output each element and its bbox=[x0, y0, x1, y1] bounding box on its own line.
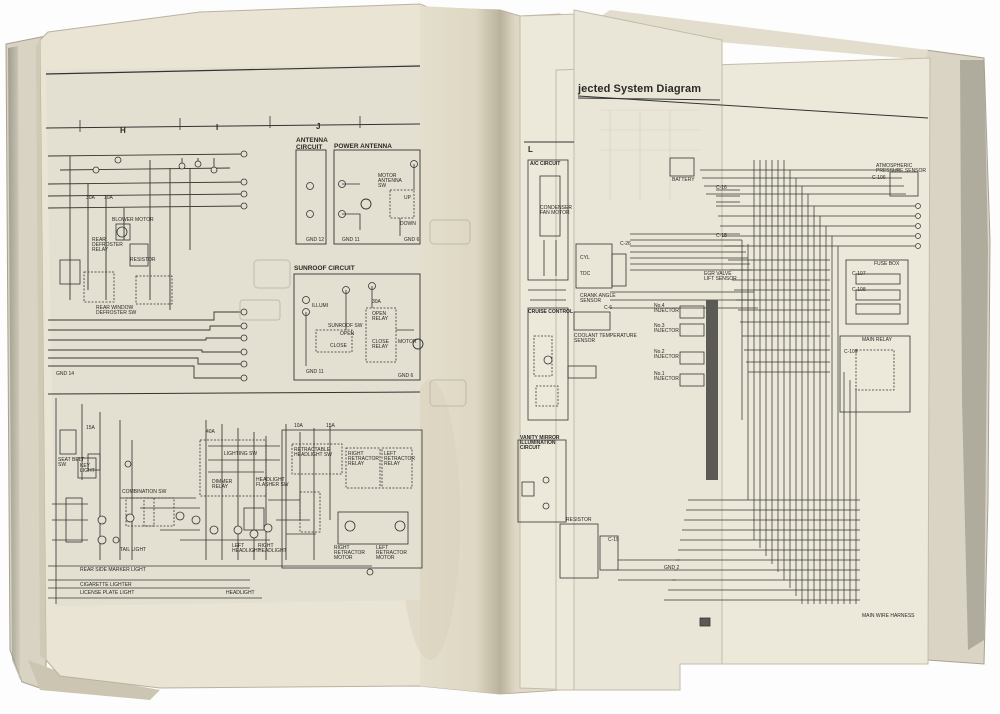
column-letter-l: L bbox=[528, 145, 533, 154]
blower-motor-label: BLOWER MOTOR bbox=[112, 217, 154, 223]
antenna-circuit-title: ANTENNA CIRCUIT bbox=[296, 137, 328, 151]
main-wire-harness-label: MAIN WIRE HARNESS bbox=[862, 613, 915, 619]
combination-sw-label: COMBINATION SW bbox=[122, 489, 167, 495]
ac-circuit-label: A/C CIRCUIT bbox=[530, 161, 561, 167]
down-label: DOWN bbox=[400, 221, 416, 227]
rear-window-defroster-label: REAR WINDOW DEFROSTER SW bbox=[96, 305, 137, 316]
close-relay-label: CLOSE RELAY bbox=[372, 339, 389, 350]
illumi-label: ILLUMI bbox=[312, 303, 329, 309]
injector-2-label: No.2 INJECTOR bbox=[654, 349, 679, 360]
atmospheric-sensor-label: ATMOSPHERIC PRESSURE SENSOR bbox=[876, 163, 927, 174]
gnd-2-label: GND 2 bbox=[664, 565, 680, 571]
power-antenna-title: POWER ANTENNA bbox=[334, 143, 392, 150]
column-letter-h: H bbox=[120, 126, 126, 135]
lower-fuse-10a-label: 10A bbox=[294, 423, 303, 429]
c6-label: C-6 bbox=[604, 305, 613, 311]
motor-antenna-sw-label: MOTOR ANTENNA SW bbox=[378, 173, 402, 189]
cigarette-lighter-label: CIGARETTE LIGHTER bbox=[80, 582, 132, 588]
gnd-12-label: GND 12 bbox=[306, 237, 325, 243]
tail-light-label: TAIL LIGHT bbox=[120, 547, 147, 553]
left-headlight-label: LEFT HEADLIGHT bbox=[232, 543, 261, 554]
c108-label: C-108 bbox=[852, 287, 866, 293]
cyl-label: CYL bbox=[580, 255, 590, 261]
fuse-40a-label: 40A bbox=[206, 429, 215, 435]
engine-diagram bbox=[559, 95, 929, 627]
vanity-mirror-label: VANITY MIRROR ILLUMINATION CIRCUIT bbox=[520, 435, 560, 451]
left-diagram-panel bbox=[45, 64, 471, 606]
battery-label: BATTERY bbox=[672, 177, 695, 183]
coolant-temp-label: COOLANT TEMPERATURE SENSOR bbox=[574, 333, 637, 344]
lighting-sw-label: LIGHTING SW bbox=[224, 451, 258, 457]
resistor-label: RESISTOR bbox=[130, 257, 156, 263]
sunroof-circuit-title: SUNROOF CIRCUIT bbox=[294, 265, 355, 272]
fuse-30a-label: 30A bbox=[86, 195, 95, 201]
dimmer-relay-label: DIMMER RELAY bbox=[212, 479, 233, 490]
rear-side-marker-label: REAR SIDE MARKER LIGHT bbox=[80, 567, 146, 573]
condenser-fan-label: CONDENSER FAN MOTOR bbox=[540, 205, 572, 216]
open-label: OPEN bbox=[340, 331, 355, 337]
c16-label: C-16 bbox=[716, 185, 727, 191]
right-retractor-relay-label: RIGHT RETRACTOR RELAY bbox=[348, 451, 380, 467]
left-retractor-motor-label: LEFT RETRACTOR MOTOR bbox=[376, 545, 408, 561]
fuse-box-label: FUSE BOX bbox=[874, 261, 900, 267]
left-retractor-relay-label: LEFT RETRACTOR RELAY bbox=[384, 451, 416, 467]
key-light-label: KEY LIGHT bbox=[80, 463, 95, 474]
left-page-labels: H I J bbox=[120, 122, 320, 135]
headlight-label: HEADLIGHT bbox=[226, 590, 255, 596]
column-letter-j: J bbox=[316, 122, 320, 131]
c26-label: C-26 bbox=[620, 241, 631, 247]
sunroof-gnd-11-label: GND 11 bbox=[306, 369, 324, 375]
up-label: UP bbox=[404, 195, 411, 201]
retractable-headlight-sw-label: RETRACTABLE HEADLIGHT SW bbox=[294, 447, 332, 458]
right-sheet-2 bbox=[555, 9, 931, 691]
sunroof-fuse-30a-label: 30A bbox=[372, 299, 381, 305]
gnd-6-label: GND 6 bbox=[404, 237, 420, 243]
sunroof-motor-label: MOTOR bbox=[398, 339, 417, 345]
close-label: CLOSE bbox=[330, 343, 347, 349]
book-cover-back bbox=[5, 10, 991, 700]
main-relay-label: MAIN RELAY bbox=[862, 337, 892, 343]
license-plate-light-label: LICENSE PLATE LIGHT bbox=[80, 590, 135, 596]
tdc-label: TDC bbox=[580, 271, 591, 277]
headlight-flasher-label: HEADLIGHT FLASHER SW bbox=[256, 477, 289, 488]
fuse-10a-label: 10A bbox=[104, 195, 113, 201]
right-headlight-label: RIGHT HEADLIGHT bbox=[258, 543, 287, 554]
rear-defroster-relay-label: REAR DEFROSTER RELAY bbox=[92, 237, 123, 253]
cruise-control-label: CRUISE CONTROL bbox=[528, 309, 573, 315]
gnd-11-label: GND 11 bbox=[342, 237, 360, 243]
l-column-diagrams bbox=[517, 141, 574, 523]
resistor-label-right: RESISTOR bbox=[566, 517, 592, 523]
open-relay-label: OPEN RELAY bbox=[372, 311, 389, 322]
c18-label: C-18 bbox=[716, 233, 727, 239]
c109-label: C-109 bbox=[844, 349, 858, 355]
system-diagram-header: jected System Diagram bbox=[578, 83, 702, 95]
c106-label: C-106 bbox=[872, 175, 886, 181]
lower-fuse-15a-label: 15A bbox=[326, 423, 335, 429]
sunroof-gnd-6-label: GND 6 bbox=[398, 373, 414, 379]
gnd-14-label: GND 14 bbox=[56, 371, 75, 377]
seat-belt-sw-label: SEAT BELT SW bbox=[58, 457, 85, 468]
injector-3-label: No.3 INJECTOR bbox=[654, 323, 679, 334]
column-letter-i: I bbox=[216, 123, 218, 132]
injector-4-label: No.4 INJECTOR bbox=[654, 303, 679, 314]
sunroof-sw-label: SUNROOF SW bbox=[328, 323, 363, 329]
fuse-15a-label: 15A bbox=[86, 425, 95, 431]
right-retractor-motor-label: RIGHT RETRACTOR MOTOR bbox=[334, 545, 366, 561]
egr-valve-label: EGR VALVE LIFT SENSOR bbox=[704, 271, 737, 282]
c107-label: C-107 bbox=[852, 271, 866, 277]
injector-1-label: No.1 INJECTOR bbox=[654, 371, 679, 382]
crank-angle-label: CRANK ANGLE SENSOR bbox=[580, 293, 616, 304]
c19-label: C-19 bbox=[608, 537, 619, 543]
